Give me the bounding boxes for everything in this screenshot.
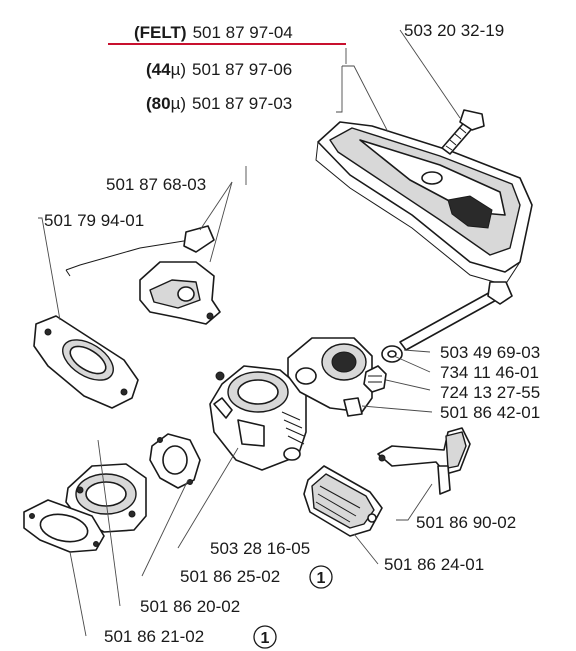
- label-intake-base-gasket: 501 86 21-02: [104, 627, 204, 646]
- note-number-intake-base-gasket: 1: [261, 630, 270, 647]
- label-intake-gasket: 501 86 25-02: [180, 567, 280, 586]
- label-gasket-left: 501 79 94-01: [44, 211, 144, 230]
- washer: [381, 345, 403, 363]
- gasket-small: [149, 433, 201, 489]
- label-washer: 734 11 46-01: [440, 363, 539, 382]
- gasket-left: [33, 315, 139, 409]
- label-filter-80: (80µ)501 87 97-03: [146, 94, 292, 113]
- throttle-wire: [65, 225, 215, 277]
- bracket: [139, 261, 221, 325]
- label-lever: 501 86 90-02: [416, 513, 516, 532]
- nut: [363, 365, 387, 393]
- label-gasket-small: 503 28 16-05: [210, 539, 310, 558]
- long-bolt: [399, 281, 513, 351]
- leader-lines: [38, 29, 461, 637]
- label-bracket: 501 87 68-03: [106, 175, 206, 194]
- label-pad: 501 86 24-01: [384, 555, 484, 574]
- note-circle-intake-base-gasket: [253, 625, 277, 649]
- air-filter-cover: [315, 121, 533, 286]
- label-screw-top: 503 20 32-19: [404, 21, 504, 40]
- note-circle-intake-gasket: [309, 565, 333, 589]
- label-long-bolt: 503 49 69-03: [440, 343, 540, 362]
- label-adapter: 501 86 42-01: [440, 403, 540, 422]
- lever: [377, 427, 471, 495]
- carburetor: [209, 365, 307, 471]
- intake-base-gasket: [23, 499, 105, 553]
- label-filter-44: (44µ)501 87 97-06: [146, 60, 292, 79]
- label-intake: 501 86 20-02: [140, 597, 240, 616]
- label-felt: (FELT)501 87 97-04: [134, 23, 293, 42]
- screw-top: [441, 109, 485, 155]
- label-nut: 724 13 27-55: [440, 383, 540, 402]
- filter-pad: [303, 465, 383, 537]
- note-number-intake-gasket: 1: [317, 570, 326, 587]
- adapter: [287, 337, 373, 417]
